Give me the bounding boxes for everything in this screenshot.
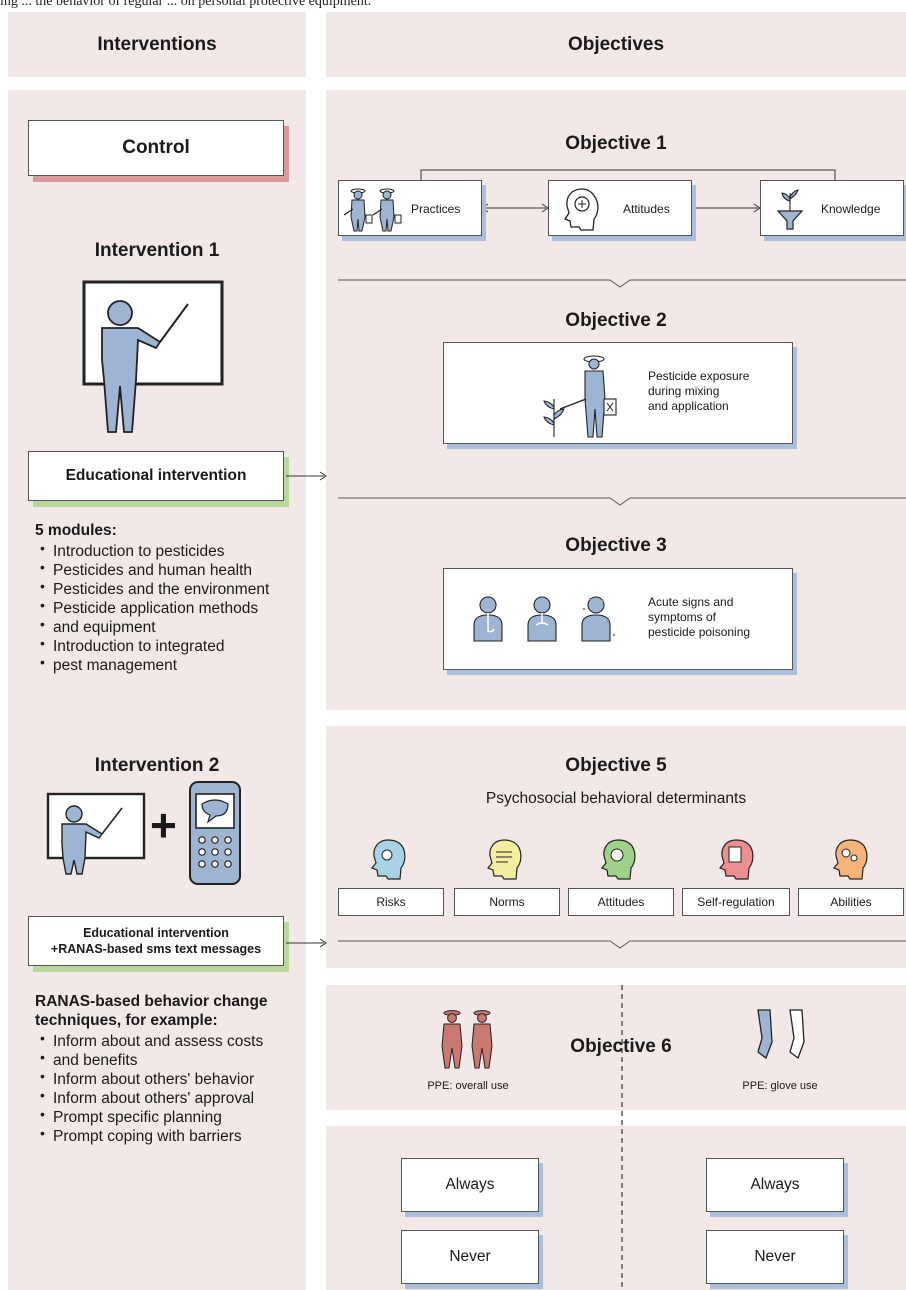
objective2-box: Pesticide exposure during mixing and app… bbox=[443, 342, 793, 444]
objective1-title: Objective 1 bbox=[565, 133, 667, 154]
objective6-ppe-area bbox=[326, 985, 906, 1110]
attitudes-box: Attitudes bbox=[548, 180, 692, 236]
teacher-small-icon bbox=[46, 792, 146, 875]
gap-cover bbox=[326, 968, 906, 985]
techniques-list: Inform about and assess costs and benefi… bbox=[35, 1029, 305, 1146]
attitudes-label: Attitudes bbox=[623, 202, 670, 216]
objective2-text-line: during mixing bbox=[648, 384, 720, 398]
poisoning-symptoms-icon bbox=[473, 596, 616, 642]
overall-always-option: Always bbox=[401, 1158, 539, 1212]
interventions-header-label: Interventions bbox=[97, 33, 217, 55]
risks-head-icon bbox=[371, 839, 406, 880]
knowledge-box: Knowledge bbox=[760, 180, 904, 236]
glove-icon bbox=[757, 1009, 805, 1060]
interventions-header: Interventions bbox=[8, 12, 306, 77]
ppe-overall-icon bbox=[441, 1010, 493, 1069]
determinant-self-regulation: Self-regulation bbox=[682, 888, 790, 916]
farmers-spraying-icon bbox=[343, 188, 402, 232]
module-item: Pesticides and the environment bbox=[35, 577, 305, 599]
arrow-intervention1-to-objectives bbox=[286, 471, 327, 481]
modules-title: 5 modules: bbox=[35, 522, 117, 539]
objective6-divider bbox=[621, 985, 623, 1290]
module-item-cont: pest management bbox=[35, 653, 305, 675]
arrow-intervention2-to-objectives bbox=[286, 938, 327, 948]
techniques-title-line2: techniques, for example: bbox=[35, 1012, 218, 1029]
objective2-text: Pesticide exposure during mixing and app… bbox=[648, 369, 749, 414]
module-item: Introduction to integrated bbox=[35, 634, 305, 656]
plus-icon: + bbox=[150, 799, 177, 851]
techniques-title-line1: RANAS-based behavior change bbox=[35, 993, 268, 1010]
ppe-overall-label: PPE: overall use bbox=[427, 1080, 509, 1092]
objectives-header: Objectives bbox=[326, 12, 906, 77]
mobile-phone-icon bbox=[189, 781, 241, 885]
module-item: Introduction to pesticides bbox=[35, 539, 305, 561]
technique-item: Inform about others' approval bbox=[35, 1086, 305, 1108]
technique-item: Prompt coping with barriers bbox=[35, 1124, 305, 1146]
objective6-title: Objective 6 bbox=[570, 1036, 672, 1057]
module-item: Pesticides and human health bbox=[35, 558, 305, 580]
separator-chevron-2 bbox=[338, 497, 906, 506]
modules-list: Introduction to pesticides Pesticides an… bbox=[35, 539, 305, 675]
abilities-head-icon bbox=[833, 839, 868, 880]
separator-chevron-3 bbox=[338, 940, 906, 949]
objectives-header-label: Objectives bbox=[567, 33, 665, 55]
objective3-title: Objective 3 bbox=[565, 535, 667, 556]
control-box: Control bbox=[28, 120, 284, 176]
ppe-glove-label: PPE: glove use bbox=[742, 1080, 818, 1092]
technique-item-cont: and benefits bbox=[35, 1048, 305, 1070]
module-item-cont: and equipment bbox=[35, 615, 305, 637]
control-label: Control bbox=[122, 137, 190, 158]
objective3-text-line: pesticide poisoning bbox=[648, 625, 751, 639]
intervention1-title: Intervention 1 bbox=[94, 240, 220, 261]
objective3-text: Acute signs and symptoms of pesticide po… bbox=[648, 595, 750, 640]
determinant-norms: Norms bbox=[454, 888, 560, 916]
teacher-board-icon bbox=[82, 280, 224, 433]
glove-never-option: Never bbox=[706, 1230, 844, 1284]
educational-intervention-label: Educational intervention bbox=[65, 467, 247, 484]
knowledge-label: Knowledge bbox=[821, 202, 881, 216]
head-attitude-icon bbox=[564, 188, 599, 231]
techniques-title: RANAS-based behavior change techniques, … bbox=[35, 992, 268, 1030]
determinant-risks: Risks bbox=[338, 888, 444, 916]
educational-intervention-box: Educational intervention bbox=[28, 451, 284, 501]
educational-sms-line2: +RANAS-based sms text messages bbox=[50, 942, 262, 956]
figure-caption: ing ... the behavior of regular ... on p… bbox=[0, 0, 372, 9]
self-regulation-head-icon bbox=[719, 839, 754, 880]
determinant-abilities: Abilities bbox=[798, 888, 904, 916]
objective6-icons-row bbox=[326, 742, 906, 822]
attitudes-head-icon bbox=[601, 839, 636, 880]
plant-funnel-icon bbox=[776, 189, 804, 230]
objective5-subtitle: Psychosocial behavioral determinants bbox=[485, 790, 747, 807]
objective2-text-line: and application bbox=[648, 399, 729, 413]
glove-always-option: Always bbox=[706, 1158, 844, 1212]
farmer-spraying-plant-icon bbox=[543, 355, 617, 438]
separator-chevron-1 bbox=[338, 279, 906, 288]
gap-cover bbox=[326, 1110, 906, 1126]
determinant-attitudes: Attitudes bbox=[568, 888, 674, 916]
intervention2-title: Intervention 2 bbox=[94, 755, 220, 776]
objective5-title: Objective 5 bbox=[565, 755, 667, 776]
technique-item: Inform about others' behavior bbox=[35, 1067, 305, 1089]
educational-sms-box: Educational intervention +RANAS-based sm… bbox=[28, 916, 284, 966]
overall-never-option: Never bbox=[401, 1230, 539, 1284]
practices-label: Practices bbox=[411, 202, 461, 216]
objective3-text-line: symptoms of bbox=[648, 610, 717, 624]
educational-sms-line1: Educational intervention bbox=[83, 926, 229, 940]
technique-item: Inform about and assess costs bbox=[35, 1029, 305, 1051]
objective2-title: Objective 2 bbox=[565, 310, 667, 331]
objective3-box: Acute signs and symptoms of pesticide po… bbox=[443, 568, 793, 670]
practices-box: Practices bbox=[338, 180, 482, 236]
objective3-text-line: Acute signs and bbox=[648, 595, 734, 609]
objective2-text-line: Pesticide exposure bbox=[648, 369, 750, 383]
technique-item: Prompt specific planning bbox=[35, 1105, 305, 1127]
norms-head-icon bbox=[487, 839, 522, 880]
module-item: Pesticide application methods bbox=[35, 596, 305, 618]
